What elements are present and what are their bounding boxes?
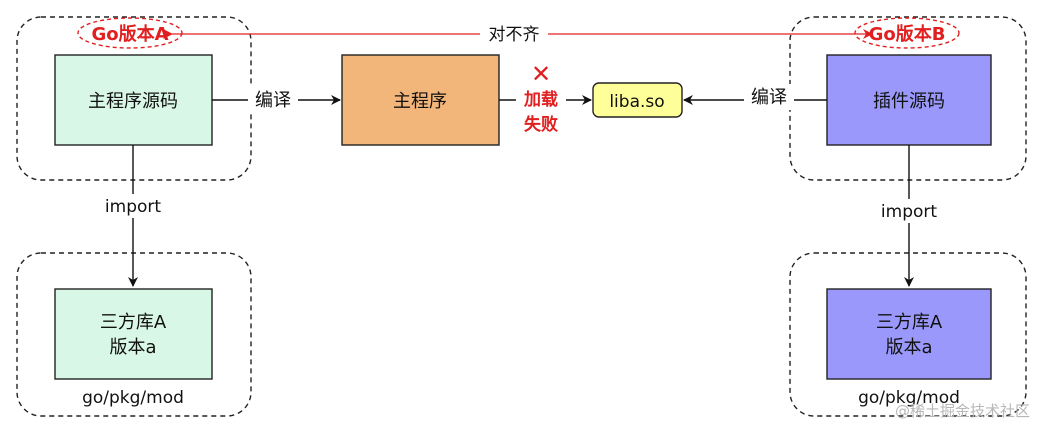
right-library-box — [826, 288, 992, 380]
import-left-label-bg — [98, 194, 168, 218]
import-left-label: import — [105, 197, 161, 217]
right-library-line2: 版本a — [885, 337, 932, 358]
liba-so-box — [592, 82, 683, 118]
left-library-box — [54, 288, 213, 380]
left-library-line1: 三方库A — [100, 312, 167, 333]
right-bottom-group — [789, 252, 1027, 417]
compile-left-label: 编译 — [255, 90, 291, 111]
plugin-source-label: 插件源码 — [873, 91, 945, 112]
main-source-box — [54, 54, 213, 146]
load-fail-line1: 加载 — [523, 89, 558, 110]
right-version-label: Go版本B — [869, 23, 946, 45]
mismatch-label-bg — [480, 22, 548, 46]
main-program-box — [341, 54, 500, 146]
right-path-label: go/pkg/mod — [858, 388, 960, 408]
compile-right-label: 编译 — [751, 87, 787, 108]
watermark: @稀土掘金技术社区 — [895, 402, 1030, 420]
import-right-label: import — [881, 202, 937, 222]
mismatch-label: 对不齐 — [489, 25, 540, 45]
load-fail-label-bg — [516, 84, 566, 136]
main-source-label: 主程序源码 — [88, 91, 178, 112]
left-bottom-group — [16, 252, 252, 417]
import-right-label-bg — [874, 199, 944, 223]
left-path-label: go/pkg/mod — [82, 388, 184, 408]
compile-right-label-bg — [744, 84, 794, 110]
compile-left-label-bg — [248, 86, 298, 112]
left-library-line2: 版本a — [109, 337, 156, 358]
liba-so-label: liba.so — [609, 92, 664, 112]
right-library-line1: 三方库A — [876, 312, 943, 333]
left-version-label: Go版本A — [91, 23, 168, 45]
load-fail-line2: 失败 — [524, 114, 558, 135]
main-program-label: 主程序 — [393, 91, 447, 112]
load-fail-cross-icon: ✕ — [531, 60, 551, 88]
